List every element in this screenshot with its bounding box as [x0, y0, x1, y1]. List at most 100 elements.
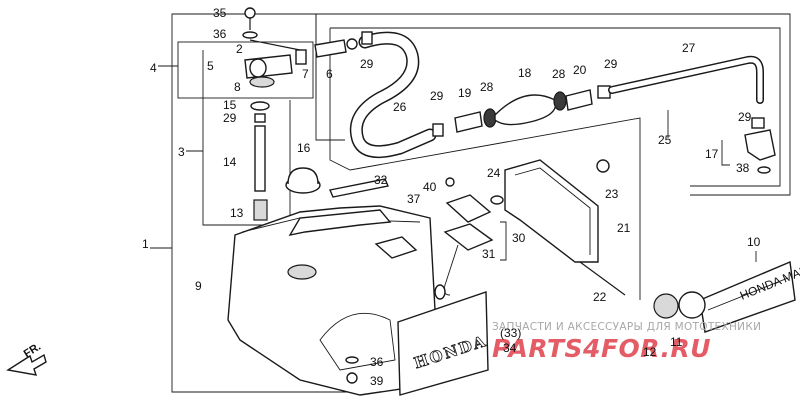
- callout-c37: 37: [407, 192, 421, 206]
- o-ring-28b: [553, 91, 567, 111]
- callout-c25: 25: [658, 133, 672, 147]
- decal-34: [397, 291, 489, 396]
- group-primer: [454, 55, 776, 174]
- screw-35: [244, 7, 256, 19]
- strap-32: [329, 178, 389, 198]
- washer-36: [242, 31, 258, 39]
- group-cap: [285, 167, 389, 198]
- hose-26: [351, 33, 435, 157]
- tank-cover-21-inner: [514, 167, 591, 255]
- callout-c34: 34: [503, 341, 517, 355]
- bolt-39: [346, 372, 358, 384]
- filler-neck: [287, 264, 317, 280]
- callout-c19: 19: [458, 86, 472, 100]
- fr-arrow-icon: [6, 353, 47, 376]
- tank-cover-21: [504, 159, 599, 263]
- callout-c29d: 29: [604, 57, 618, 71]
- callout-c14: 14: [223, 155, 237, 169]
- gasket-30: [443, 223, 494, 251]
- callout-c29e: 29: [738, 110, 752, 124]
- rod-22: [579, 261, 626, 296]
- screw-40: [445, 177, 455, 187]
- callout-c9: 9: [195, 279, 202, 293]
- callout-c27: 27: [682, 41, 696, 55]
- callout-c29a: 29: [360, 57, 374, 71]
- fitting-6: [314, 39, 347, 58]
- callout-c39: 39: [370, 374, 384, 388]
- hose-27-outline: [608, 55, 764, 104]
- clip-29-pickup: [254, 113, 266, 123]
- callout-c2: 2: [236, 42, 243, 56]
- group-hose-26: [349, 31, 444, 159]
- callout-c36b: 36: [370, 355, 384, 369]
- vent-knob-23: [596, 159, 610, 173]
- group-brackets: [150, 13, 791, 393]
- gauge-socket: [374, 236, 418, 259]
- bracket-17: [721, 140, 730, 166]
- callout-c15: 15: [223, 98, 237, 112]
- clip-29-primer: [597, 85, 611, 99]
- connector-17: [744, 129, 776, 161]
- hose-frame-left: [329, 28, 351, 171]
- bracket-30: [500, 221, 507, 261]
- o-ring-28a: [483, 108, 497, 128]
- callout-c36a: 36: [213, 27, 227, 41]
- clip-7: [295, 49, 307, 65]
- callout-c40: 40: [423, 180, 437, 194]
- group-gauge: [434, 177, 494, 300]
- tank-recess: [319, 312, 396, 371]
- callout-c24: 24: [487, 166, 501, 180]
- callout-c7: 7: [302, 67, 309, 81]
- callout-c8: 8: [234, 80, 241, 94]
- connector-11: [678, 291, 706, 319]
- washer-24: [490, 195, 504, 205]
- callout-c32: 32: [374, 173, 388, 187]
- clip-29-joint: [432, 123, 444, 137]
- callout-c21: 21: [617, 221, 631, 235]
- clip-29-end: [751, 117, 765, 129]
- hose-frame: [330, 27, 781, 187]
- watermark: ЗАПЧАСТИ И АКСЕССУАРЫ ДЛЯ МОТОТЕХНИКИ PA…: [492, 321, 761, 363]
- tank-handle: [288, 209, 392, 236]
- callout-c28a: 28: [480, 80, 494, 94]
- bracket-1: [171, 100, 355, 393]
- group-tank: [227, 205, 436, 396]
- callout-c23: 23: [605, 187, 619, 201]
- washer-36-bottom: [345, 356, 359, 364]
- connector-20: [565, 89, 593, 111]
- callout-c18: 18: [518, 66, 532, 80]
- fuel-hose-10-line: [707, 277, 789, 311]
- callout-c6: 6: [326, 67, 333, 81]
- bracket-3: [202, 50, 291, 226]
- gauge-cover-37: [445, 194, 492, 223]
- float-31: [434, 284, 446, 300]
- callout-c4: 4: [150, 61, 157, 75]
- o-ring-38: [757, 166, 771, 174]
- watermark-logo: PARTS4FOR.RU: [492, 334, 711, 363]
- callout-c35: 35: [213, 6, 227, 20]
- callout-c12: 12: [643, 345, 657, 359]
- strainer-13: [253, 199, 268, 221]
- hose-27: [609, 57, 763, 103]
- callout-c30: 30: [512, 231, 526, 245]
- callout-c31: 31: [482, 247, 496, 261]
- callout-c38: 38: [736, 161, 750, 175]
- frame-inner: [315, 14, 345, 141]
- callout-c13: 13: [230, 206, 244, 220]
- callout-c17: 17: [705, 147, 719, 161]
- group-decal: HONDA: [397, 291, 490, 396]
- callout-c5: 5: [207, 59, 214, 73]
- callout-c28b: 28: [552, 67, 566, 81]
- clip-29-hose: [361, 31, 373, 45]
- hose-frame-lower: [349, 117, 641, 300]
- fuel-cap-16: [287, 167, 319, 185]
- callout-c16: 16: [297, 141, 311, 155]
- float-arm-31: [443, 244, 459, 296]
- direction-indicator: FR.: [6, 341, 47, 376]
- callout-c22: 22: [593, 290, 607, 304]
- callout-c1: 1: [142, 237, 149, 251]
- frame-right: [316, 13, 791, 196]
- tube-2: [249, 39, 301, 51]
